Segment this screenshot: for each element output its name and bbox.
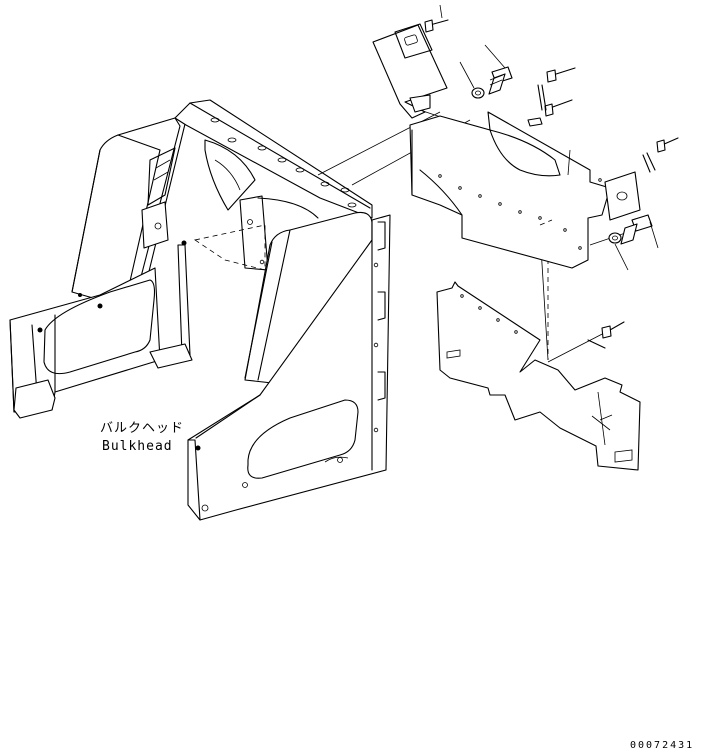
frame-holes (210, 117, 357, 208)
washer-icon (608, 232, 629, 271)
top-gasket-plate (372, 23, 448, 119)
lower-insulation-sheet (436, 281, 641, 471)
part-name-english: Bulkhead (102, 439, 173, 454)
bulkhead-left-lower-frame (9, 267, 193, 419)
pin-icon (587, 321, 625, 349)
part-name-japanese: バルクヘッド (100, 421, 184, 436)
bulkhead-right-tower (187, 211, 391, 521)
bulkhead-left-tower (71, 99, 373, 356)
pin-icon (424, 4, 449, 33)
bolt-icon (484, 44, 513, 95)
washer-icon (459, 61, 485, 99)
pin-icon (656, 137, 679, 153)
right-upper-cover-panel (409, 94, 611, 269)
pin-icon (546, 67, 576, 83)
pin-icon (544, 99, 573, 117)
rivet-row (438, 174, 602, 250)
drawing-code: 00072431 (630, 740, 694, 749)
right-mount-plate (604, 171, 659, 271)
bolt-group-top (424, 4, 679, 173)
bolt-icon (620, 214, 659, 249)
